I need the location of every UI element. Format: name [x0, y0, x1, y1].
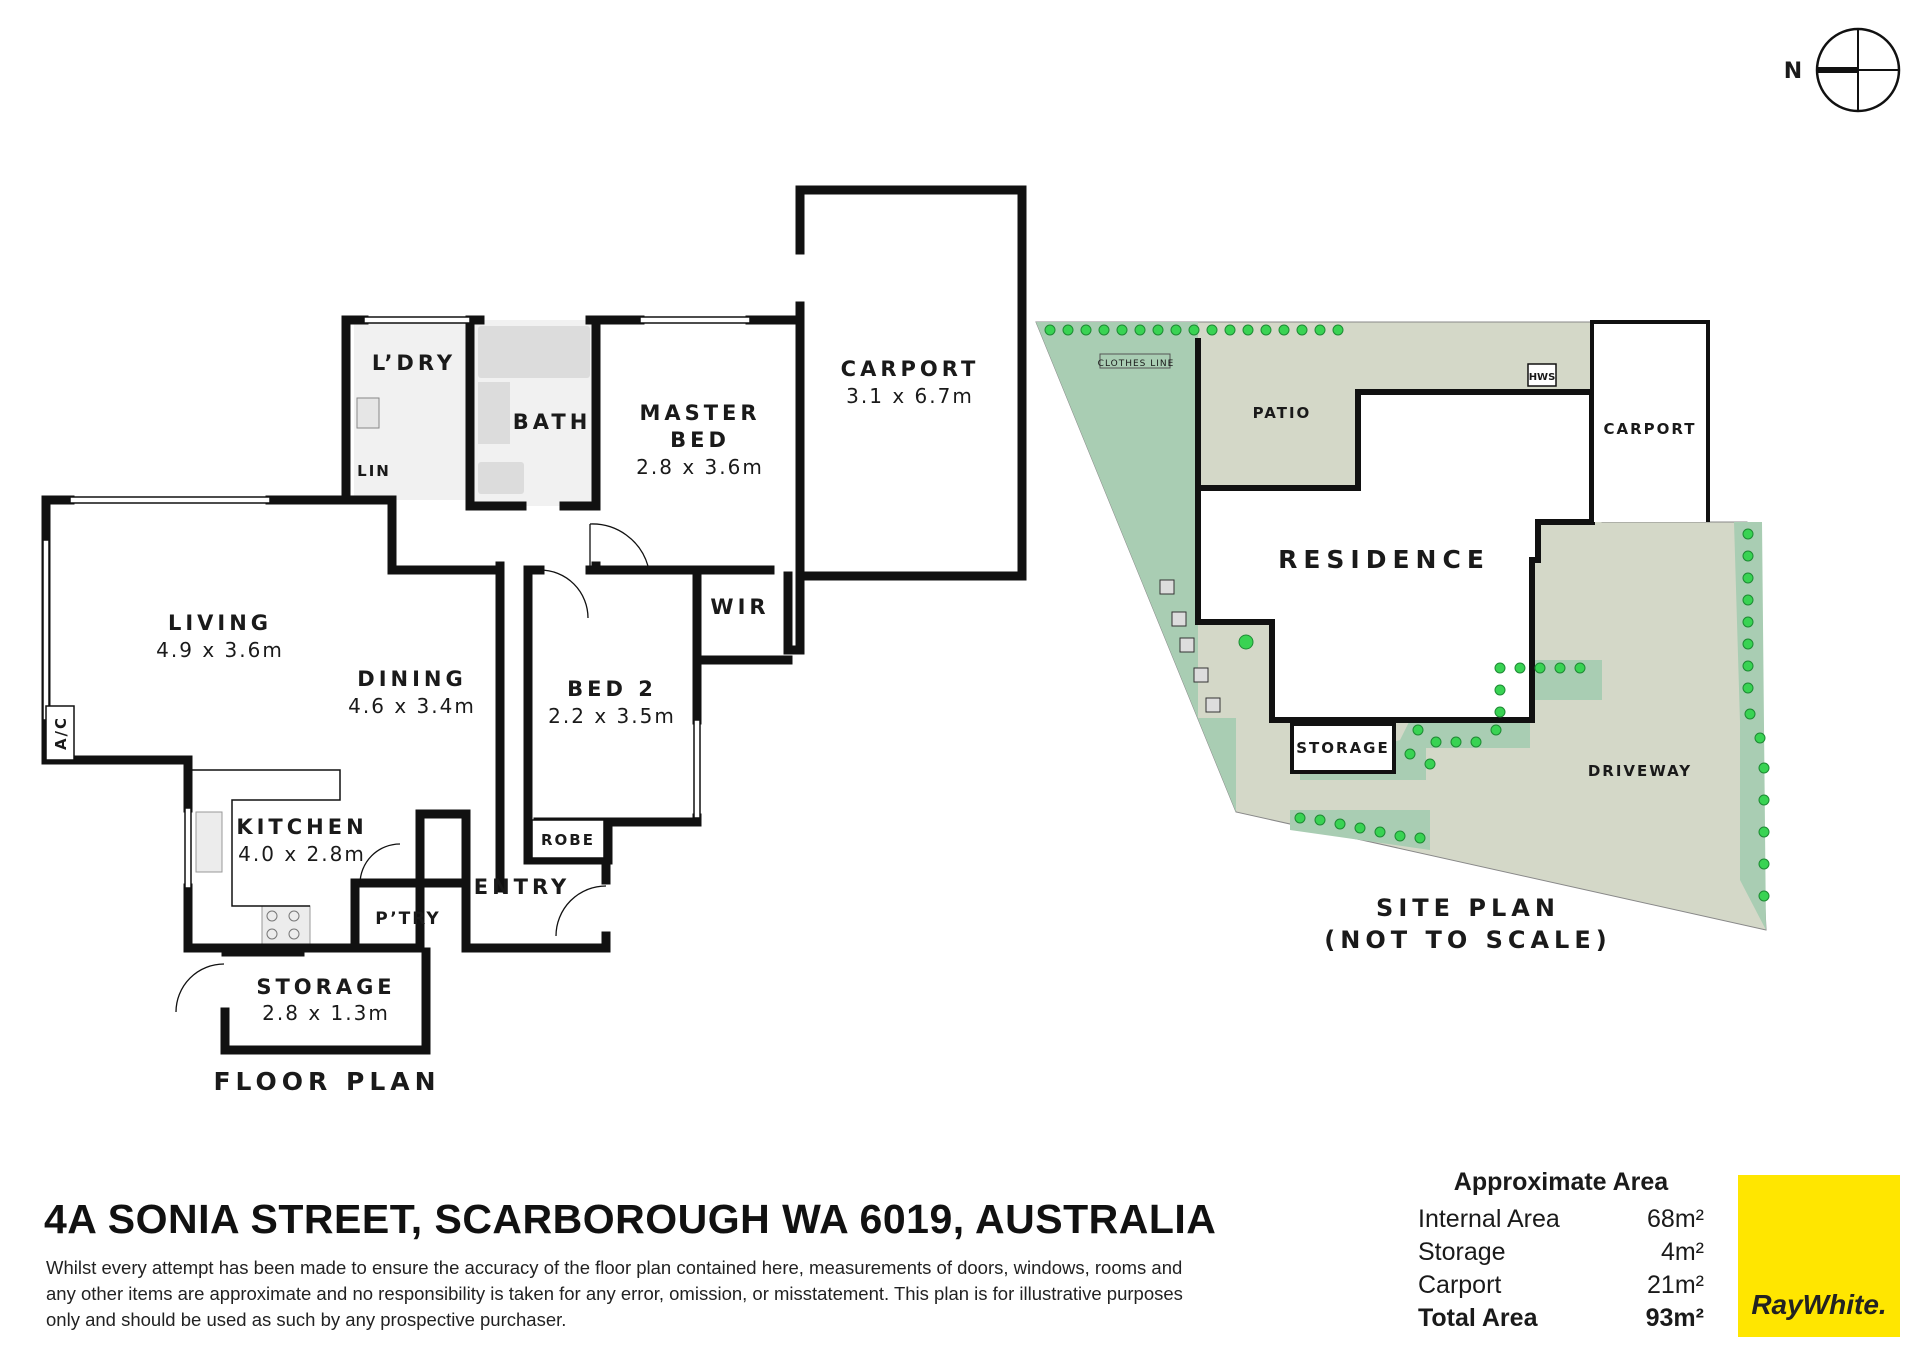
linen-label: LIN [357, 462, 391, 480]
area-label: Carport [1418, 1271, 1502, 1299]
area-value: 21m² [1647, 1271, 1704, 1299]
approximate-area-table: Approximate Area Internal Area 68m² Stor… [1418, 1168, 1704, 1335]
robe-label: ROBE [541, 831, 595, 849]
master-bed-size: 2.8 x 3.6m [636, 455, 764, 479]
window [69, 496, 271, 504]
toilet [478, 462, 524, 494]
patio [1198, 338, 1592, 488]
window [363, 316, 471, 324]
window [42, 539, 50, 721]
dining-size: 4.6 x 3.4m [348, 694, 476, 718]
floor-plan: L’DRY BATH LIN MASTER BED 2.8 x 3.6m CAR… [41, 185, 1027, 1096]
site-storage-label: STORAGE [1296, 739, 1390, 757]
garden-bed [1734, 522, 1766, 930]
kitchen-sink [195, 811, 223, 873]
site-plan-title-1: SITE PLAN [1376, 894, 1560, 922]
ac-label: A/C [52, 716, 70, 750]
site-plan-title-2: (NOT TO SCALE) [1324, 926, 1611, 954]
kitchen-label: KITCHEN [236, 815, 367, 839]
window [639, 316, 751, 324]
property-address: 4A SONIA STREET, SCARBOROUGH WA 6019, AU… [44, 1196, 1217, 1242]
entry-label: ENTRY [474, 875, 570, 899]
disclaimer-text: Whilst every attempt has been made to en… [46, 1257, 1183, 1330]
master-bed-label-2: BED [670, 428, 730, 452]
bed2-size: 2.2 x 3.5m [548, 704, 676, 728]
area-row-carport: Carport 21m² [1418, 1269, 1704, 1302]
compass-north-label: N [1784, 59, 1802, 84]
area-label: Total Area [1418, 1304, 1538, 1332]
carport-label: CARPORT [841, 357, 980, 381]
area-row-storage: Storage 4m² [1418, 1236, 1704, 1269]
master-bed-label-1: MASTER [639, 401, 760, 425]
dining-label: DINING [357, 667, 466, 691]
area-value: 93m² [1645, 1304, 1704, 1332]
living-size: 4.9 x 3.6m [156, 638, 284, 662]
area-value: 4m² [1660, 1238, 1704, 1266]
north-compass-icon [1815, 27, 1901, 113]
floor-plan-title: FLOOR PLAN [213, 1067, 440, 1096]
pantry-label: P’TRY [375, 909, 440, 929]
cooktop [261, 905, 311, 945]
storage-size: 2.8 x 1.3m [262, 1001, 390, 1025]
area-heading: Approximate Area [1453, 1168, 1669, 1196]
area-value: 68m² [1647, 1205, 1704, 1233]
area-label: Storage [1418, 1238, 1506, 1266]
laundry-sink [356, 397, 380, 429]
carport-size: 3.1 x 6.7m [846, 384, 974, 408]
bath-label: BATH [513, 410, 592, 434]
kitchen-size: 4.0 x 2.8m [238, 842, 366, 866]
window [184, 807, 192, 889]
vanity [478, 382, 510, 444]
bed2-label: BED 2 [567, 677, 657, 701]
site-storage [1290, 722, 1396, 774]
patio-label: PATIO [1253, 404, 1312, 422]
window [693, 719, 701, 819]
area-row-internal: Internal Area 68m² [1418, 1203, 1704, 1236]
site-plan: CLOTHES LINE HWS PATIO CARPORT RESIDENCE… [1035, 320, 1770, 954]
area-row-total: Total Area 93m² [1418, 1302, 1704, 1335]
brand-name: RayWhite. [1751, 1289, 1887, 1320]
clothes-line-label: CLOTHES LINE [1098, 359, 1175, 369]
garden-bed [1036, 322, 1236, 812]
laundry-label: L’DRY [372, 351, 456, 375]
driveway-label: DRIVEWAY [1588, 762, 1692, 780]
bathtub [478, 326, 590, 378]
area-label: Internal Area [1418, 1205, 1560, 1233]
wir-label: WIR [710, 595, 769, 619]
living-label: LIVING [168, 611, 272, 635]
residence-label: RESIDENCE [1278, 545, 1490, 574]
storage-label: STORAGE [256, 975, 395, 999]
hws-unit [1527, 363, 1557, 387]
site-carport-label: CARPORT [1603, 420, 1696, 438]
clothes-line [1099, 353, 1171, 369]
hws-label: HWS [1529, 372, 1556, 383]
raywhite-logo: RayWhite. [1738, 1175, 1900, 1337]
